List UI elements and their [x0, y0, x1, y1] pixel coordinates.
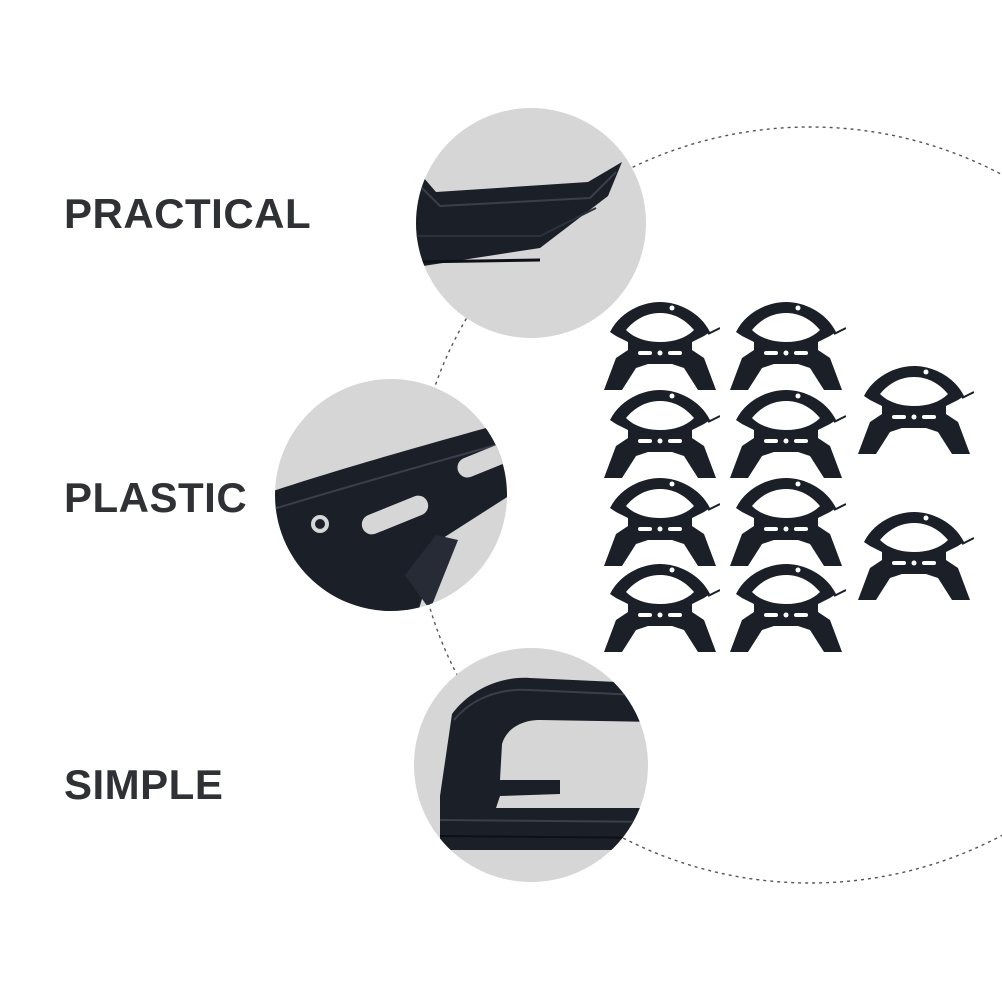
product-frames: [603, 301, 974, 653]
zoom-circle-plastic: [275, 379, 507, 611]
frame-item: [729, 477, 846, 567]
corner-closeup-icon: [416, 162, 622, 268]
feature-label-practical: PRACTICAL: [64, 190, 312, 237]
frame-item: [857, 511, 974, 601]
zoom-circle-simple: [414, 648, 648, 882]
frame-item: [603, 389, 720, 479]
frame-item: [729, 389, 846, 479]
zoom-circle-practical: [416, 108, 646, 338]
frame-item: [729, 563, 846, 653]
frame-item: [603, 301, 720, 391]
frame-item: [729, 301, 846, 391]
frame-item: [857, 365, 974, 455]
feature-label-plastic: PLASTIC: [64, 474, 248, 521]
feature-label-simple: SIMPLE: [64, 761, 224, 808]
slot-closeup-icon: [275, 420, 507, 611]
frame-item: [603, 477, 720, 567]
hook-closeup-icon: [439, 677, 648, 850]
frame-item: [603, 563, 720, 653]
